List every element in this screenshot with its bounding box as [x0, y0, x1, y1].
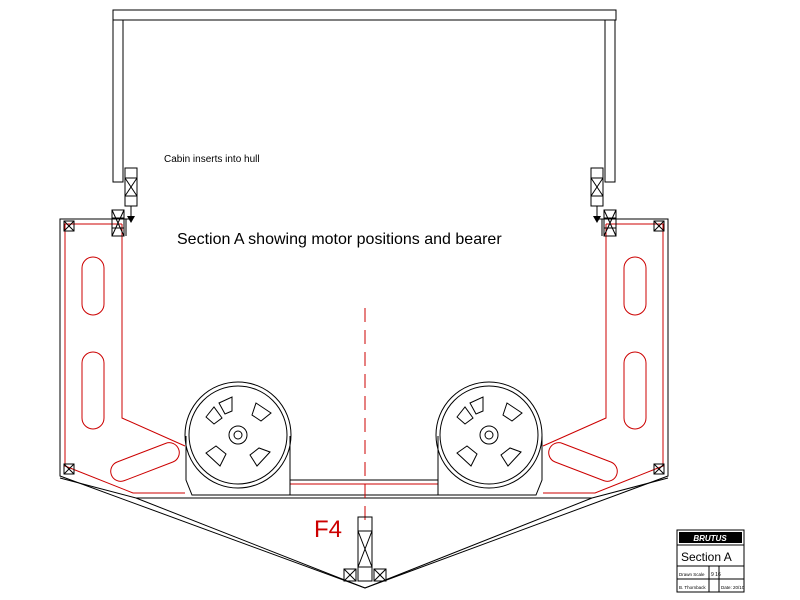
cabin-note: Cabin inserts into hull	[164, 154, 260, 165]
fastener-top-left-outer	[63, 220, 75, 232]
title-block-field-1-label: Drawn Scale	[679, 572, 705, 577]
hull-lining	[64, 223, 664, 494]
fastener-bottom-right	[653, 463, 665, 475]
fastener-keel-right	[373, 568, 387, 582]
fastener-top-right-inner	[603, 209, 617, 237]
lightening-holes	[81, 256, 647, 482]
fastener-top-right-outer	[653, 220, 665, 232]
title-block-field-2-label: B. Thornback	[679, 585, 706, 590]
fastener-keel-left	[343, 568, 357, 582]
insert-arrow-left	[127, 206, 135, 223]
fastener-bottom-left	[63, 463, 75, 475]
motor-left-slots	[205, 396, 272, 467]
section-title: Section A showing motor positions and be…	[177, 231, 502, 248]
motor-right	[435, 381, 543, 489]
hull-outline	[59, 218, 669, 589]
title-block-field-1-value: 9 16	[711, 572, 721, 578]
title-block-section: Section A	[681, 550, 732, 564]
motor-bearer	[290, 479, 438, 496]
cabin-outline	[112, 9, 617, 183]
frame-label: F4	[314, 516, 342, 543]
title-block-field-2-value: Date: 20/10	[721, 585, 745, 590]
title-block: BRUTUS Section A Drawn Scale 9 16 B. Tho…	[676, 529, 745, 593]
motor-mount-right	[437, 436, 543, 496]
brand-logo-plate	[679, 532, 742, 543]
motor-left	[184, 381, 292, 489]
insert-arrow-right	[593, 206, 601, 223]
fastener-top-left-inner	[111, 209, 125, 237]
motor-right-slots	[456, 396, 523, 467]
brand-logo: BRUTUS	[693, 534, 727, 543]
hull-fasteners	[63, 209, 665, 582]
frame-f4-post	[357, 516, 373, 582]
